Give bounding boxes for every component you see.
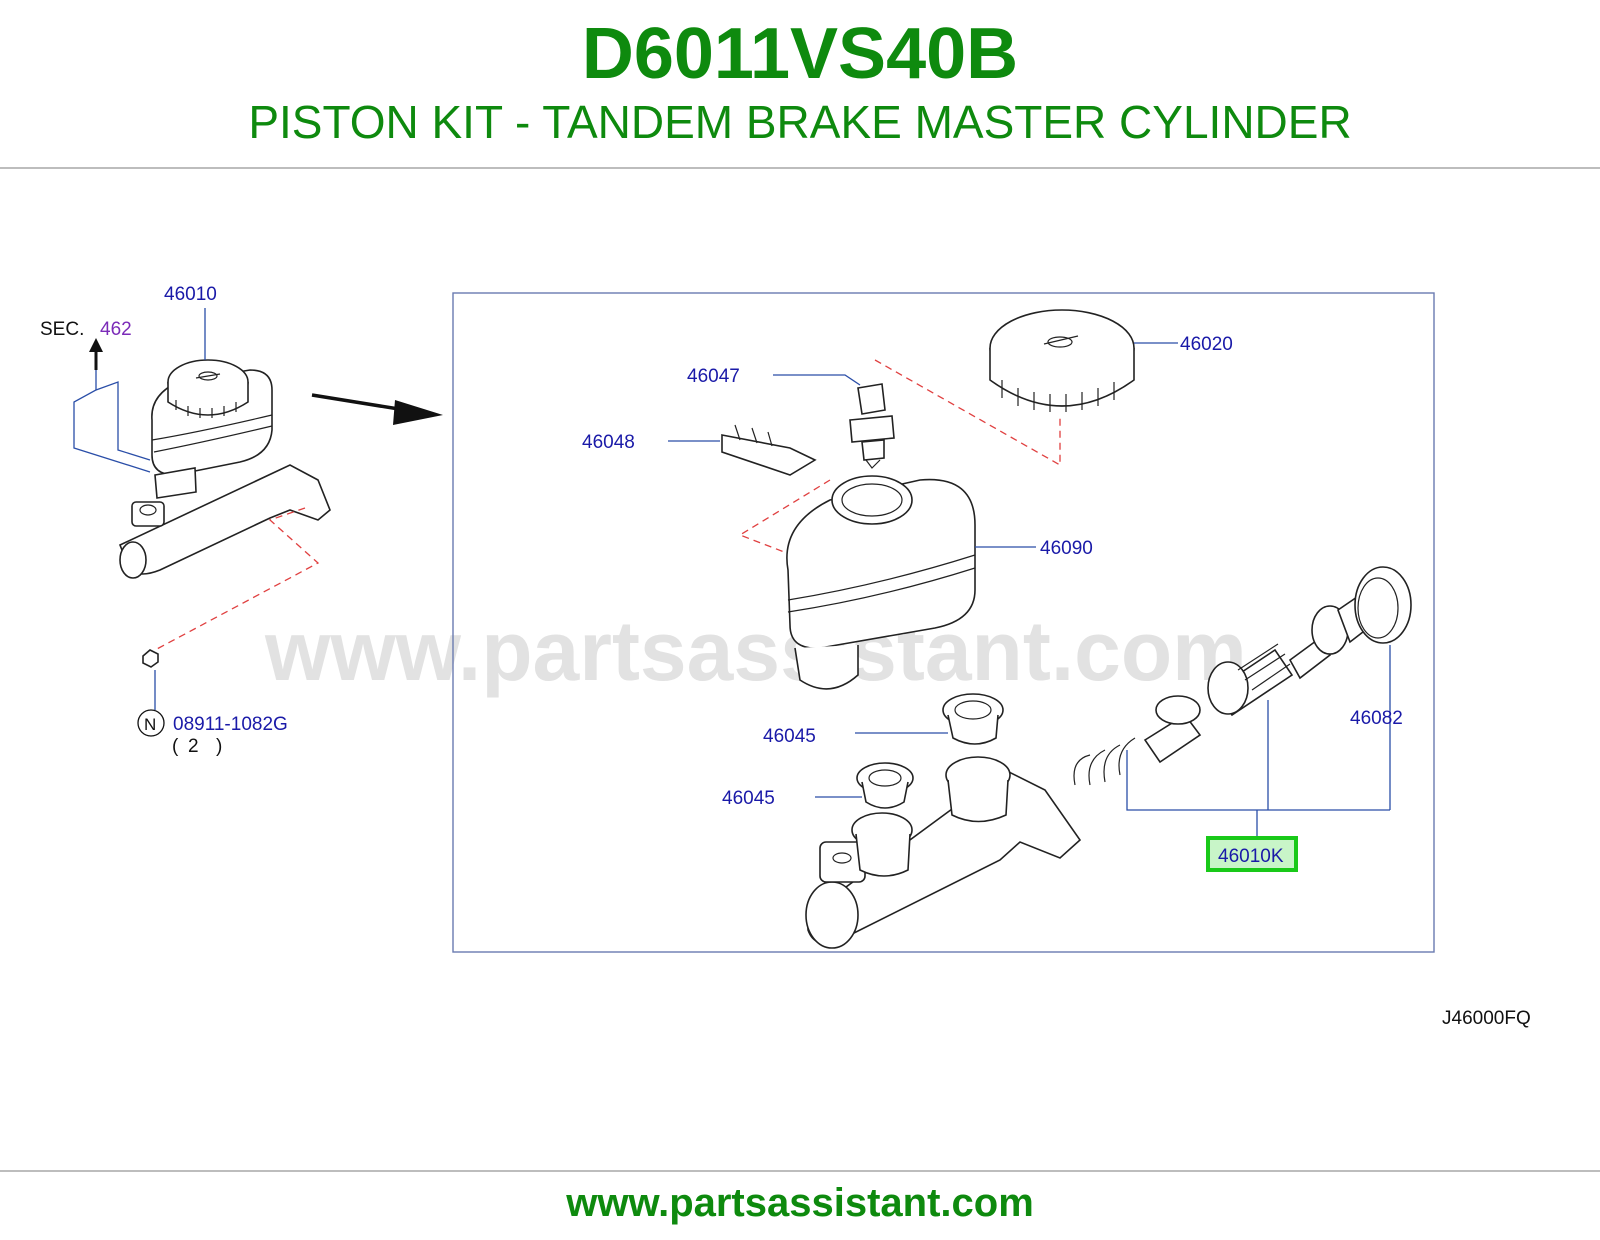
seal-ring-icon — [1354, 566, 1412, 644]
sec-label: SEC. — [40, 319, 84, 340]
detail-frame — [452, 292, 1435, 953]
highlight-box — [1206, 836, 1298, 872]
qty-close: ) — [216, 736, 222, 757]
callout-46045-upper[interactable]: 46045 — [763, 726, 816, 747]
callout-46090[interactable]: 46090 — [1040, 538, 1093, 559]
nut-quantity: 2 — [188, 736, 199, 757]
reservoir-tank-icon — [786, 475, 976, 690]
connector-clip-icon — [721, 424, 817, 476]
callout-46048[interactable]: 46048 — [582, 432, 635, 453]
nut-icon — [142, 649, 159, 668]
reservoir-cap-icon — [989, 309, 1135, 412]
callout-46082[interactable]: 46082 — [1350, 708, 1403, 729]
qty-open: ( — [172, 736, 179, 757]
callout-46045-lower[interactable]: 46045 — [722, 788, 775, 809]
nut-symbol: N — [144, 715, 156, 734]
grommet-upper-icon — [942, 693, 1004, 745]
master-cylinder-assembly-icon — [118, 359, 331, 579]
arrow-right-icon — [393, 400, 443, 425]
callout-46047[interactable]: 46047 — [687, 366, 740, 387]
footer-url-link[interactable]: www.partsassistant.com — [566, 1181, 1034, 1225]
footer-divider — [0, 1170, 1600, 1172]
watermark: www.partsassistant.com — [264, 604, 1247, 698]
figure-code: J46000FQ — [1442, 1008, 1531, 1029]
header-divider — [0, 167, 1600, 169]
level-sensor-icon — [849, 383, 895, 469]
part-name-subtitle: PISTON KIT - TANDEM BRAKE MASTER CYLINDE… — [248, 96, 1352, 148]
part-number-title: D6011VS40B — [581, 14, 1019, 94]
parts-diagram: www.partsassistant.com SEC. 462 46010 N — [40, 284, 1531, 1029]
arrow-up-icon — [89, 338, 103, 352]
sec-number-link[interactable]: 462 — [100, 319, 132, 340]
cylinder-body-icon — [805, 756, 1082, 949]
callout-46010[interactable]: 46010 — [164, 284, 217, 305]
callout-08911-1082g[interactable]: 08911-1082G — [173, 714, 288, 735]
callout-46020[interactable]: 46020 — [1180, 334, 1233, 355]
grommet-lower-icon — [856, 762, 914, 809]
callout-46010k[interactable]: 46010K — [1218, 846, 1284, 867]
